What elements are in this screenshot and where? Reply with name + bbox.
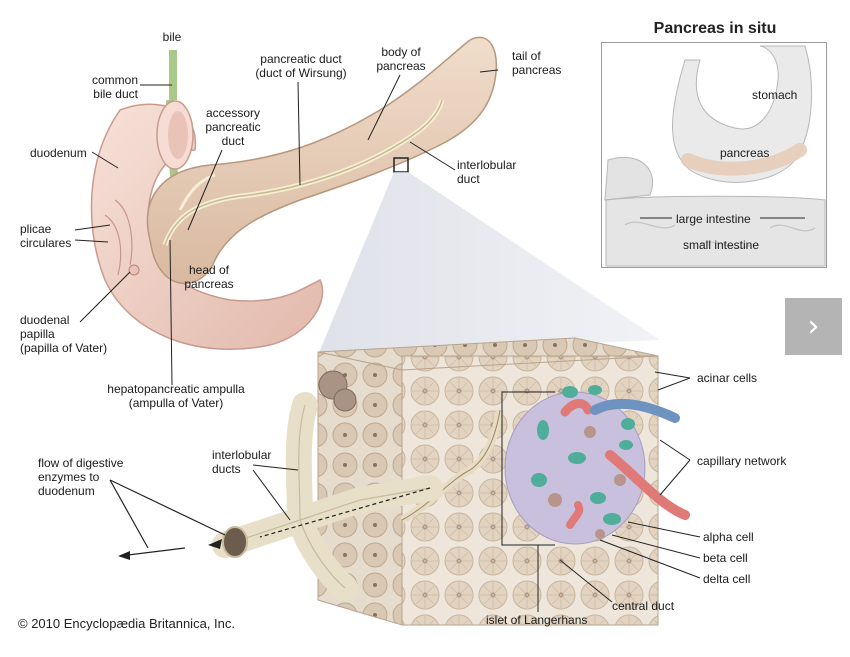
flow-pointer-2 [109,479,226,536]
capillary-blue-1 [590,398,680,423]
duct-opening [222,526,248,558]
label-pancreatic-duct: pancreatic duct (duct of Wirsung) [255,52,347,80]
label-interlobular-duct: interlobular duct [457,158,517,186]
label-hepatopancreatic-ampulla: hepatopancreatic ampulla (ampulla of Vat… [107,382,245,410]
zoom-projection [318,172,660,355]
acinar-cluster-2 [333,388,357,412]
flow-arrow-head [118,551,130,560]
islet-cells [531,385,635,539]
inset-label-stomach: stomach [752,88,798,102]
label-accessory-duct: accessory pancreatic duct [205,106,261,148]
duodenal-papilla-mark [128,264,140,276]
leader-lines [74,69,701,612]
label-plicae-circulares: plicae circulares [20,222,72,250]
next-slide-button[interactable]: › [785,298,842,355]
copyright-notice: © 2010 Encyclopædia Britannica, Inc. [18,616,235,631]
label-bile: bile [162,30,182,44]
duodenum-lumen [168,111,188,159]
label-alpha-cell: alpha cell [703,530,754,544]
interlobular-ducts-outline [224,404,431,589]
label-duodenal-papilla: duodenal papilla (papilla of Vater) [20,313,108,355]
inset-label-pancreas: pancreas [720,146,770,160]
inset-title: Pancreas in situ [653,20,777,37]
plicae-fold-2 [104,214,122,276]
label-duodenum: duodenum [30,146,87,160]
label-acinar-cells: acinar cells [697,371,758,385]
flow-arrowhead [208,539,222,549]
central-duct-outline [401,409,501,521]
label-beta-cell: beta cell [703,551,748,565]
label-interlobular-ducts: interlobular ducts [212,448,272,476]
label-common-bile-duct: common bile duct [91,73,138,101]
capillary-red-3 [566,501,584,529]
inset-label-large-intestine: large intestine [676,212,751,226]
flow-dashed-line [259,487,431,538]
pancreatic-duct-outline [164,99,443,246]
chevron-right-icon: › [807,308,820,344]
inset-label-small-intestine: small intestine [683,238,760,252]
inset-pancreas [681,143,807,176]
label-flow-of-enzymes: flow of digestive enzymes to duodenum [38,456,124,498]
label-islet-of-langerhans: islet of Langerhans [486,613,588,627]
tissue-block-edge [401,355,659,371]
label-delta-cell: delta cell [703,572,751,586]
capillary-red-1 [560,399,593,417]
label-central-duct: central duct [612,599,675,613]
bile-duct-top [169,50,177,100]
label-capillary-network: capillary network [697,454,787,468]
pancreas-body [146,36,497,285]
label-body-of-pancreas: body of pancreas [376,45,426,73]
label-head-of-pancreas: head of pancreas [184,263,234,291]
flow-arrow-line [119,547,186,557]
accessory-duct [178,173,216,211]
inset-frame [601,42,827,268]
inset-intestines [605,195,826,267]
inset-illustration [603,44,826,267]
plicae-fold-1 [114,199,133,266]
capillary-red-2 [605,450,690,520]
flow-pointer-1 [109,479,149,549]
label-tail-of-pancreas: tail of pancreas [512,49,562,77]
